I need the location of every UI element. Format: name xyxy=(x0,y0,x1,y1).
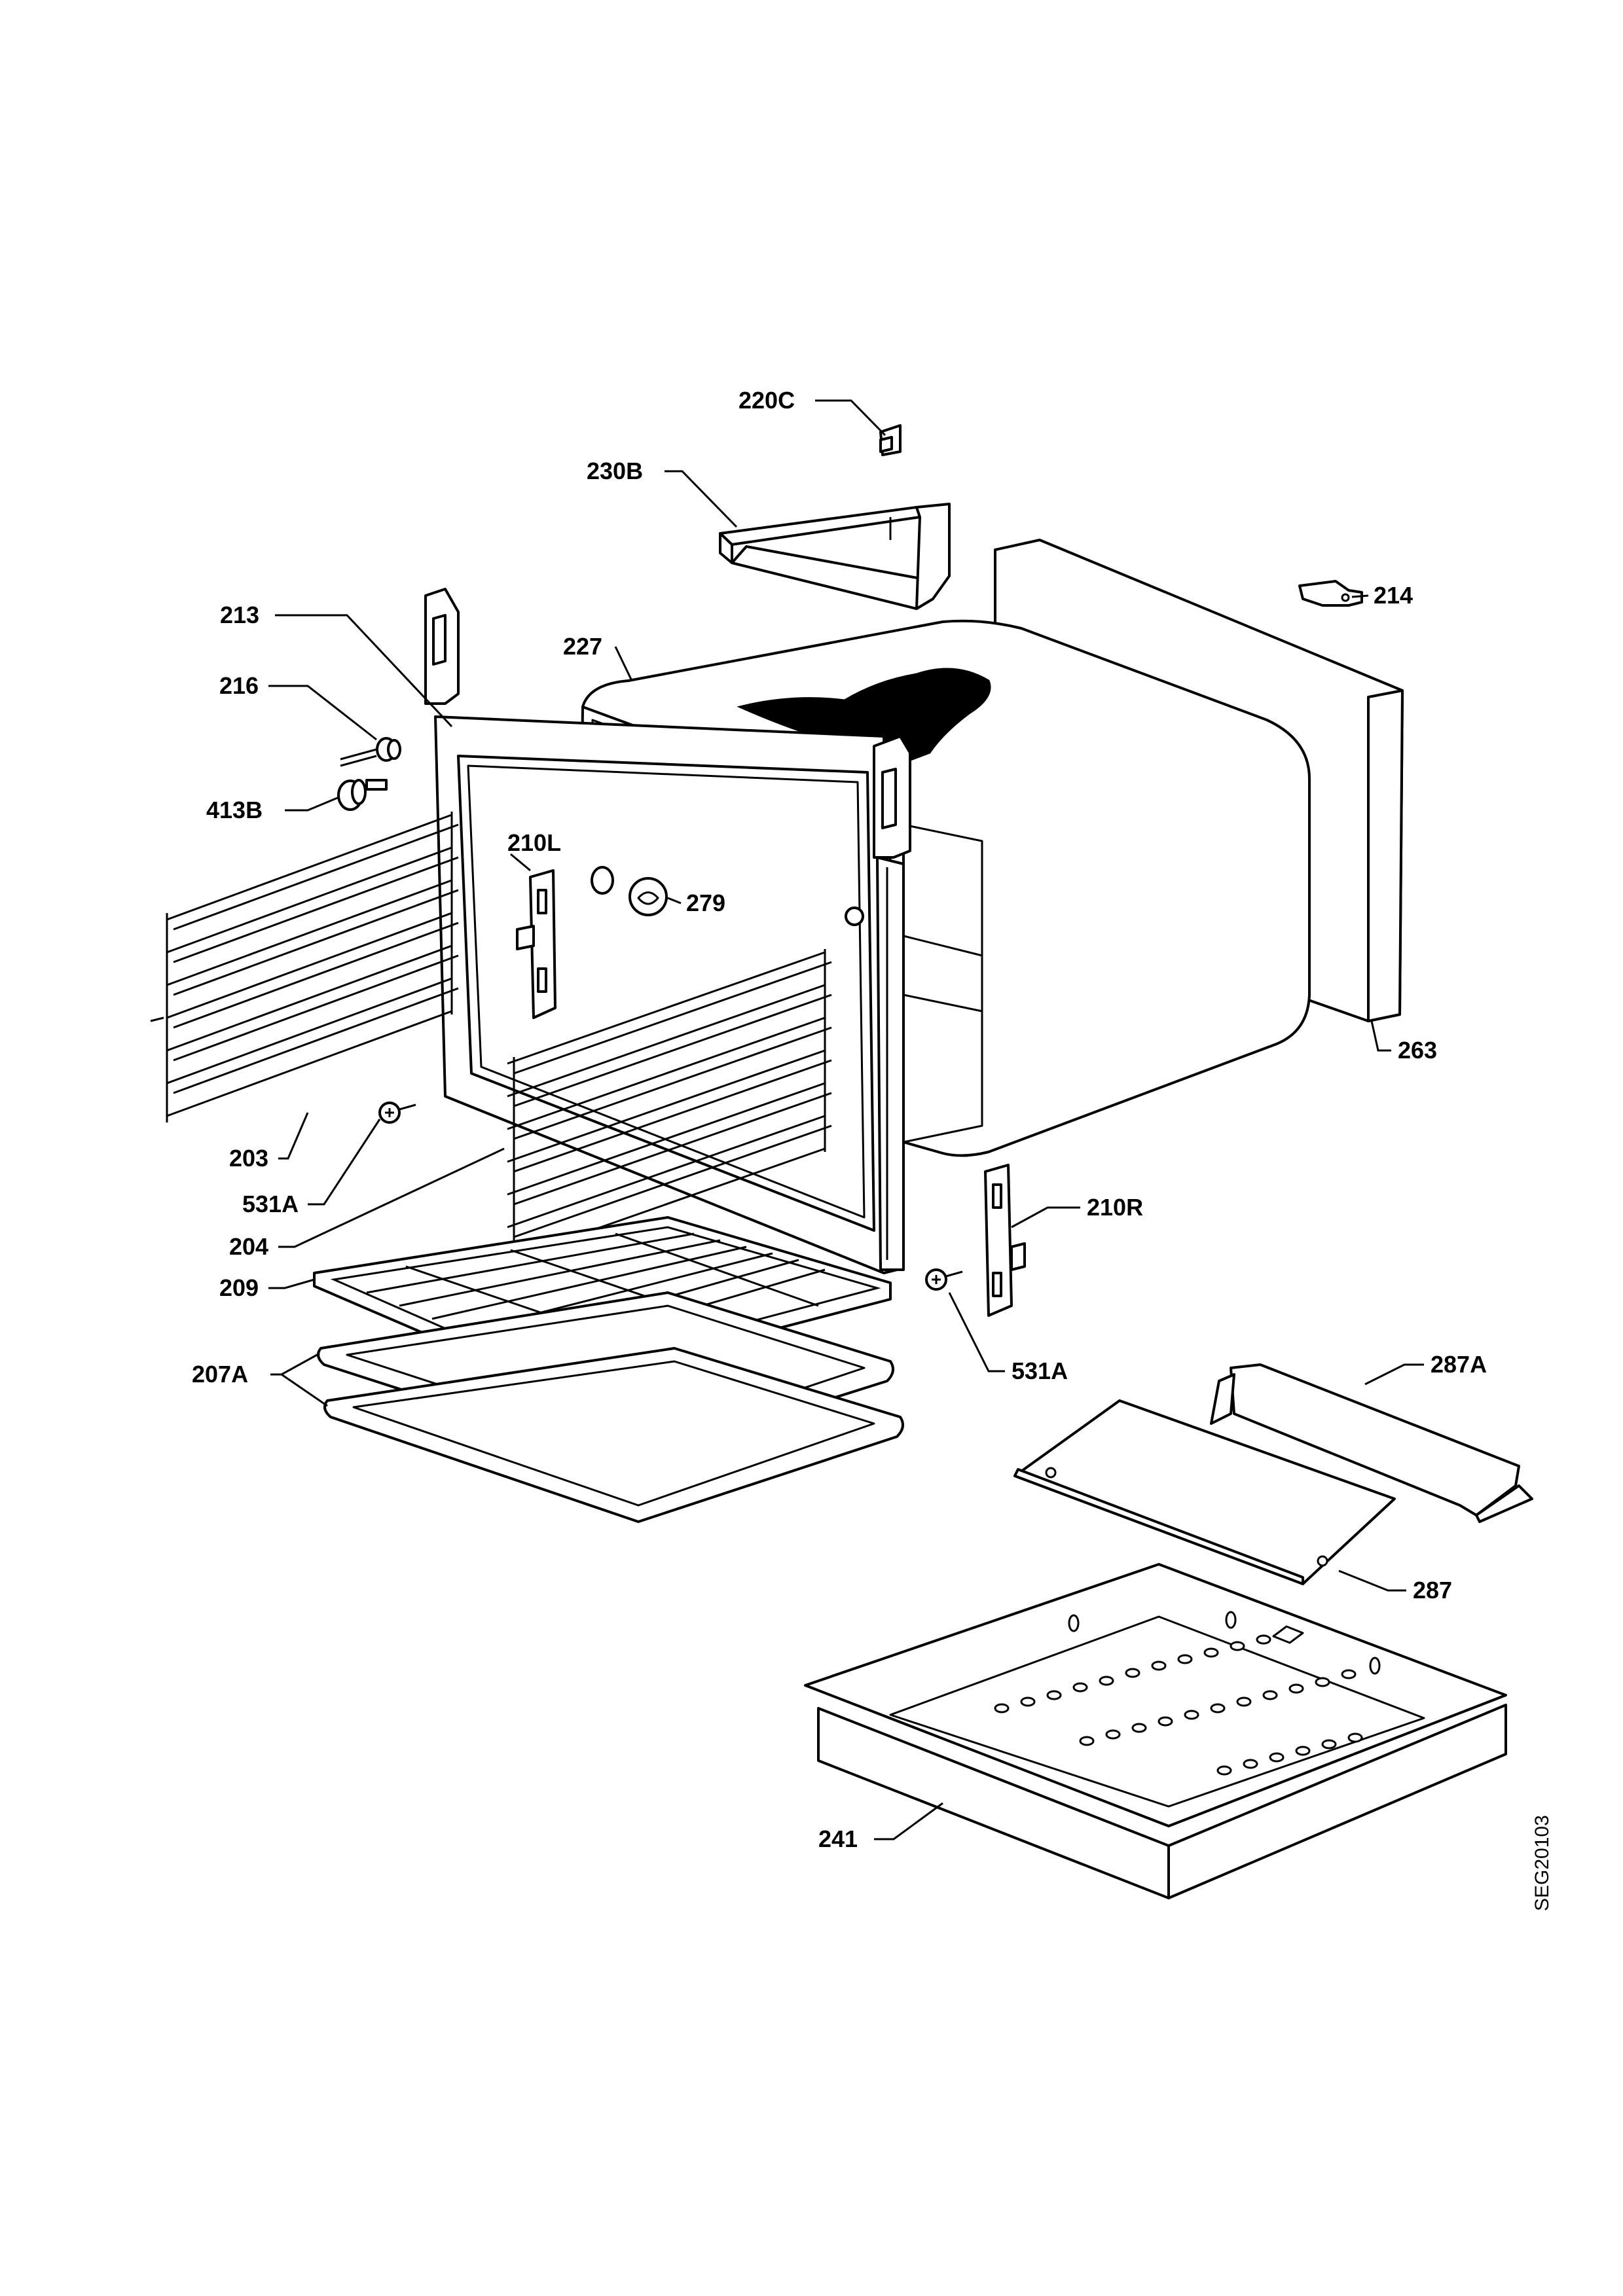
left-shelf-runner xyxy=(150,812,459,1122)
callout-203: 203 xyxy=(229,1145,268,1172)
catch-214 xyxy=(1298,580,1363,607)
deflector-287A xyxy=(1210,1363,1533,1523)
right-shelf-runner xyxy=(507,949,832,1266)
callout-210L: 210L xyxy=(507,829,561,856)
clip-220C xyxy=(879,424,902,456)
callout-216: 216 xyxy=(219,672,259,699)
callout-213: 213 xyxy=(220,601,259,628)
side-rail-210L xyxy=(516,869,556,1019)
side-rail-210R xyxy=(984,1164,1026,1317)
top-bracket xyxy=(719,503,951,610)
callout-287A: 287A xyxy=(1431,1351,1487,1378)
callout-227: 227 xyxy=(563,633,602,660)
screw-531A-left xyxy=(378,1102,416,1124)
drip-tray xyxy=(804,1563,1507,1899)
callout-220C: 220C xyxy=(739,387,795,414)
callout-204: 204 xyxy=(229,1233,268,1260)
drip-tray-holes xyxy=(994,1611,1381,1776)
callout-263: 263 xyxy=(1398,1037,1437,1064)
leader-lines xyxy=(268,399,1424,1840)
screw-531A-right xyxy=(925,1268,963,1291)
callout-210R: 210R xyxy=(1087,1194,1143,1221)
callout-531A-right: 531A xyxy=(1012,1357,1068,1384)
callout-207A: 207A xyxy=(192,1361,248,1388)
screw-216 xyxy=(340,737,401,767)
lamp-279 xyxy=(591,866,668,916)
callout-214: 214 xyxy=(1374,582,1413,609)
deflector-287 xyxy=(1013,1399,1396,1585)
callout-241: 241 xyxy=(818,1825,858,1852)
front-frame xyxy=(424,588,911,1274)
callout-279: 279 xyxy=(686,889,725,916)
callout-287: 287 xyxy=(1413,1577,1452,1604)
screw-cavity xyxy=(845,906,864,926)
callout-531A-left: 531A xyxy=(242,1191,299,1217)
callout-labels: 220C 230B 214 213 227 216 413B 210L 279 … xyxy=(192,387,1487,1852)
callout-209: 209 xyxy=(219,1274,259,1301)
callout-413B: 413B xyxy=(206,797,263,823)
knob-413B xyxy=(337,779,388,811)
callout-230B: 230B xyxy=(587,457,643,484)
baking-tray-lower xyxy=(323,1347,904,1523)
drawing-code: SEG20103 xyxy=(1531,1815,1553,1911)
